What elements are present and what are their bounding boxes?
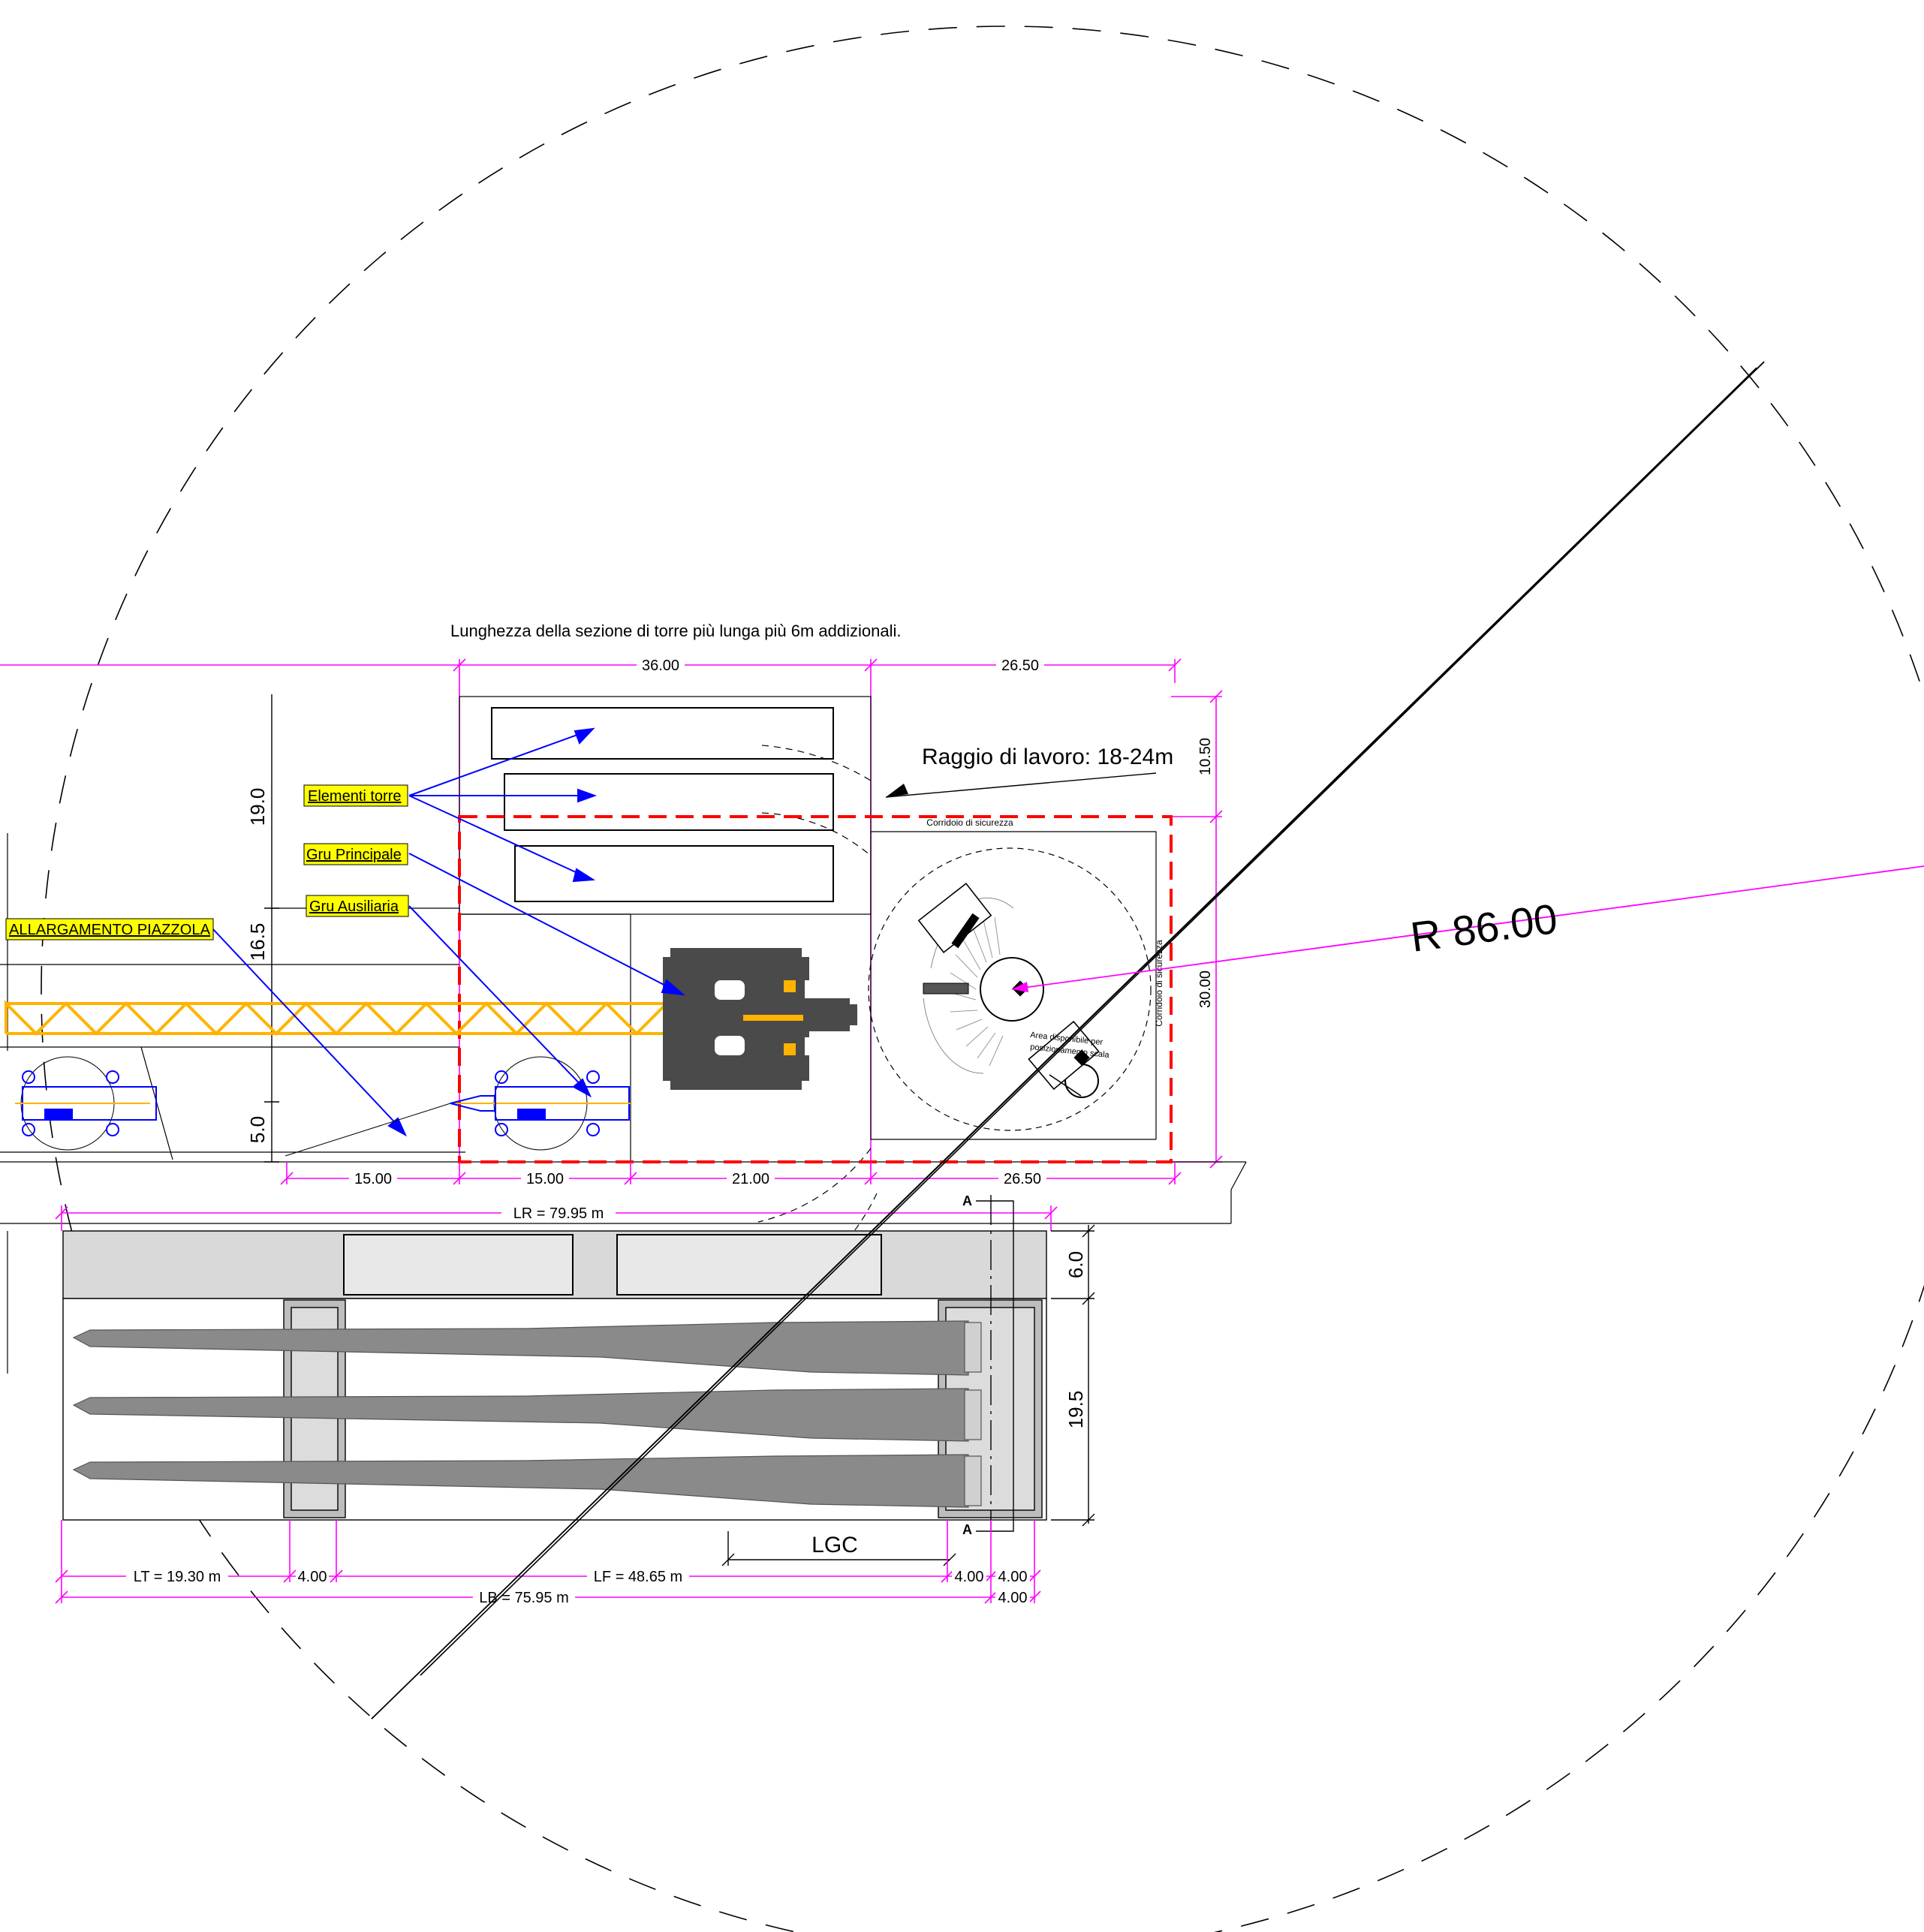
tag-main-crane-label: Gru Principale	[306, 847, 402, 863]
section-mark-top: A	[962, 1193, 972, 1208]
crane-boom	[5, 1000, 733, 1036]
callout-arrows	[212, 727, 686, 1137]
safety-corridor-vertical: Corridoio di sicurezza	[1154, 940, 1164, 1027]
dim-lt-gap: 4.00	[298, 1569, 327, 1585]
dim-bottom-a: 15.00	[354, 1171, 392, 1187]
aux-crane-2	[450, 1056, 631, 1151]
radius-label: R 86.00	[1408, 895, 1560, 961]
storage-dimension	[1051, 1224, 1095, 1527]
tag-aux-crane: Gru Ausiliaria	[306, 895, 409, 917]
dim-bottom-d: 26.50	[1004, 1171, 1041, 1187]
dim-top-a: 36.00	[642, 658, 679, 674]
crane-radius-circle	[41, 26, 1924, 1932]
dim-lb: LB = 75.95 m	[479, 1590, 569, 1606]
dim-lf: LF = 48.65 m	[594, 1569, 682, 1585]
main-crane	[663, 948, 857, 1090]
dim-storage-a: 6.0	[1064, 1251, 1087, 1278]
dim-lt: LT = 19.30 m	[134, 1569, 221, 1585]
tag-main-crane: Gru Principale	[303, 843, 408, 865]
tower-element-3	[514, 845, 834, 902]
dim-bottom-c: 21.00	[732, 1171, 769, 1187]
aux-crane-1	[15, 1056, 157, 1151]
tag-tower-elements: Elementi torre	[303, 784, 408, 807]
lgc-dimension	[721, 1531, 956, 1566]
tower-element-2	[504, 773, 834, 831]
tag-widening: ALLARGAMENTO PIAZZOLA	[5, 918, 214, 940]
foundation-area	[868, 831, 1157, 1140]
safety-corridor-horizontal: Corridoio di sicurezza	[926, 817, 1013, 828]
blade-dimensions	[55, 1520, 1041, 1604]
dim-storage-b: 19.5	[1064, 1391, 1087, 1429]
tower-elements	[491, 707, 834, 902]
dim-right-b: 30.00	[1197, 971, 1214, 1008]
dim-top-b: 26.50	[1001, 658, 1039, 674]
section-line	[976, 1195, 1014, 1532]
section-mark-bottom: A	[962, 1522, 972, 1537]
dim-lb-gap: 4.00	[998, 1590, 1028, 1606]
dim-bottom-b: 15.00	[526, 1171, 564, 1187]
dim-lr: LR = 79.95 m	[513, 1205, 604, 1222]
working-radius-note: Raggio di lavoro: 18-24m	[922, 745, 1173, 769]
diagonal-jib	[371, 361, 1765, 1720]
dim-left-b: 16.5	[246, 923, 269, 961]
dim-right-a: 10.50	[1197, 738, 1214, 775]
dim-lgc: LGC	[811, 1533, 858, 1557]
crane-pad-boundary	[458, 815, 1173, 1163]
tower-length-note: Lunghezza della sezione di torre più lun…	[450, 621, 902, 640]
tag-tower-elements-label: Elementi torre	[308, 788, 402, 805]
tower-element-1	[491, 707, 834, 760]
dim-left-a: 19.0	[246, 788, 269, 826]
tag-widening-label: ALLARGAMENTO PIAZZOLA	[9, 922, 211, 938]
dim-lf-gap-2: 4.00	[998, 1569, 1028, 1585]
dim-left-c: 5.0	[246, 1116, 269, 1143]
blades	[72, 1320, 982, 1508]
dim-lf-gap-1: 4.00	[955, 1569, 984, 1585]
radius-leader	[1011, 865, 1924, 990]
tag-aux-crane-label: Gru Ausiliaria	[309, 898, 399, 915]
right-dimension	[1171, 690, 1223, 1169]
